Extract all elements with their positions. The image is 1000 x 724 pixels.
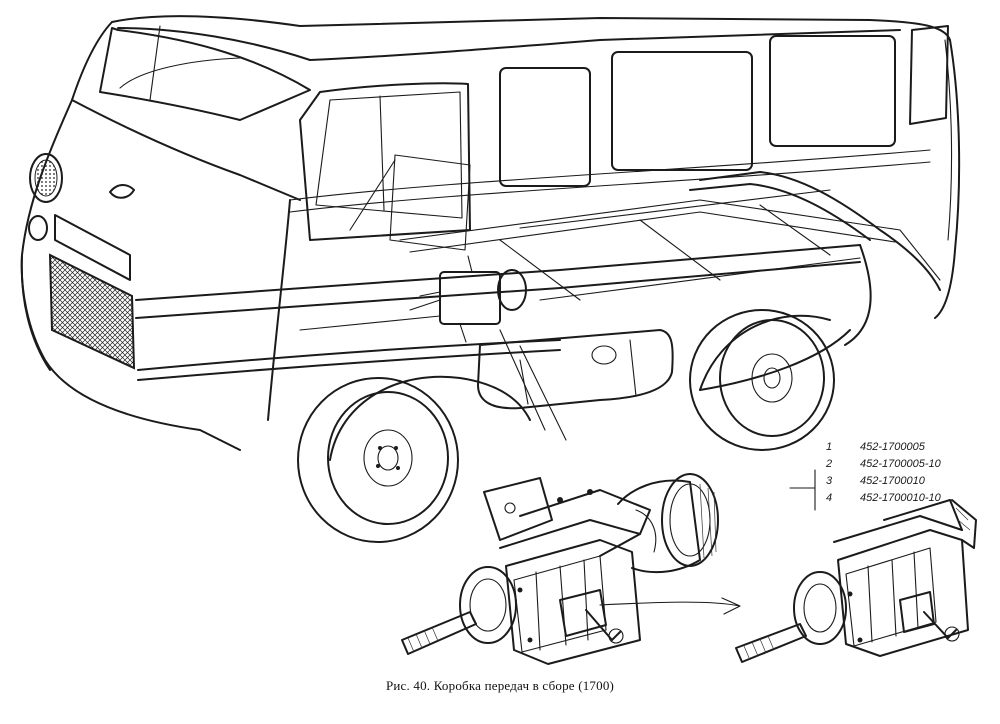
part-code-2: 452-1700005-10 [860,458,941,470]
figure-caption: Рис. 40. Коробка передач в сборе (1700) [385,678,615,693]
chassis-frame [299,154,941,410]
bracket-line [789,469,816,511]
leader-arrow [599,597,741,615]
gearbox-assembly-right [735,499,977,663]
part-code-4: 452-1700010-10 [860,492,941,504]
part-index-1: 1 [826,441,833,453]
part-index-2: 2 [826,458,833,470]
part-code-3: 452-1700010 [860,475,925,487]
part-code-1: 452-1700005 [860,441,925,453]
part-index-3: 3 [826,475,833,487]
van-body [20,15,961,461]
gearbox-assembly-left [401,473,719,665]
leader-line [499,329,567,441]
part-index-4: 4 [826,492,833,504]
rear-wheel [689,309,835,451]
front-wheel [297,377,459,543]
